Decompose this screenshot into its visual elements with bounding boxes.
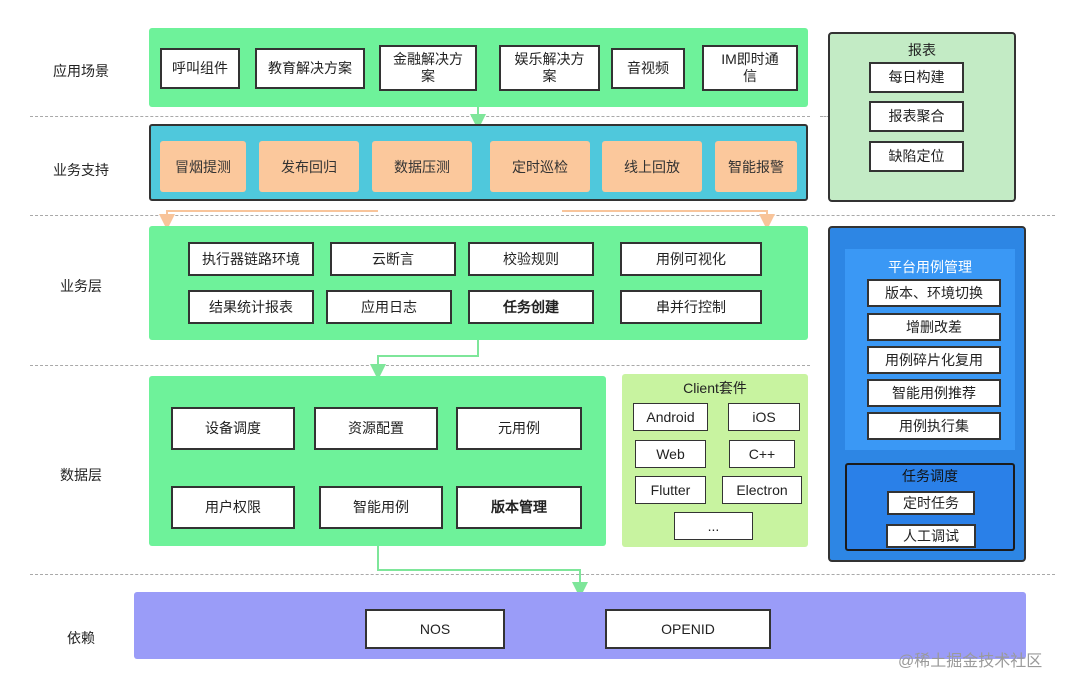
client-item: Android — [633, 403, 708, 431]
client-item: C++ — [729, 440, 795, 468]
biz-layer-item: 结果统计报表 — [188, 290, 314, 324]
data-layer-item: 用户权限 — [171, 486, 295, 529]
biz-layer-item: 执行器链路环境 — [188, 242, 314, 276]
row-label-biz-support: 业务支持 — [53, 162, 109, 178]
report-title: 报表 — [908, 42, 936, 58]
client-title: Client套件 — [683, 380, 747, 396]
task-sched-item: 人工调试 — [886, 524, 976, 548]
data-layer-item: 资源配置 — [314, 407, 438, 450]
task-sched-item: 定时任务 — [887, 491, 975, 515]
row-label-app: 应用场景 — [53, 63, 109, 79]
dep-item: NOS — [365, 609, 505, 649]
biz-support-item: 线上回放 — [602, 141, 702, 192]
separator — [30, 215, 1055, 216]
arrow-biz-to-data — [370, 340, 479, 380]
biz-layer-item: 应用日志 — [326, 290, 452, 324]
platform-item: 智能用例推荐 — [867, 379, 1001, 407]
client-item: Flutter — [635, 476, 706, 504]
report-item: 每日构建 — [869, 62, 964, 93]
separator — [30, 365, 810, 366]
data-layer-item: 智能用例 — [319, 486, 443, 529]
row-label-deps: 依赖 — [67, 630, 95, 646]
platform-item: 用例执行集 — [867, 412, 1001, 440]
arrow-support-to-biz-left — [159, 210, 378, 230]
biz-layer-item: 云断言 — [330, 242, 456, 276]
biz-support-item: 定时巡检 — [490, 141, 590, 192]
arrow-data-to-deps — [377, 546, 588, 598]
platform-title: 平台用例管理 — [888, 259, 972, 275]
watermark: @稀土掘金技术社区 — [898, 653, 1043, 670]
row-label-biz-layer: 业务层 — [60, 278, 102, 294]
biz-layer-item: 用例可视化 — [620, 242, 762, 276]
biz-support-item: 智能报警 — [715, 141, 797, 192]
data-layer-item: 版本管理 — [456, 486, 582, 529]
client-item: Web — [635, 440, 706, 468]
data-layer-item: 元用例 — [456, 407, 582, 450]
biz-support-item: 发布回归 — [259, 141, 359, 192]
data-layer-item: 设备调度 — [171, 407, 295, 450]
separator — [30, 116, 810, 117]
client-item: ... — [674, 512, 753, 540]
platform-item: 增删改差 — [867, 313, 1001, 341]
row-label-data-layer: 数据层 — [60, 467, 102, 483]
client-item: Electron — [722, 476, 802, 504]
separator — [820, 116, 830, 117]
biz-layer-item: 校验规则 — [468, 242, 594, 276]
app-scene-item: IM即时通 信 — [702, 45, 798, 91]
biz-layer-item: 串并行控制 — [620, 290, 762, 324]
app-scene-item: 教育解决方案 — [255, 48, 365, 89]
report-item: 报表聚合 — [869, 101, 964, 132]
deps-panel — [134, 592, 1026, 659]
task-sched-title: 任务调度 — [902, 468, 958, 484]
arrow-support-to-biz-right — [562, 210, 775, 230]
biz-support-item: 冒烟提测 — [160, 141, 246, 192]
app-scene-item: 金融解决方 案 — [379, 45, 477, 91]
app-scene-item: 音视频 — [611, 48, 685, 89]
biz-layer-item: 任务创建 — [468, 290, 594, 324]
app-scene-item: 呼叫组件 — [160, 48, 240, 89]
separator — [30, 574, 1055, 575]
biz-support-item: 数据压测 — [372, 141, 472, 192]
biz-support-panel — [149, 124, 808, 201]
client-item: iOS — [728, 403, 800, 431]
app-scene-item: 娱乐解决方 案 — [499, 45, 600, 91]
dep-item: OPENID — [605, 609, 771, 649]
platform-item: 用例碎片化复用 — [867, 346, 1001, 374]
report-item: 缺陷定位 — [869, 141, 964, 172]
platform-item: 版本、环境切换 — [867, 279, 1001, 307]
